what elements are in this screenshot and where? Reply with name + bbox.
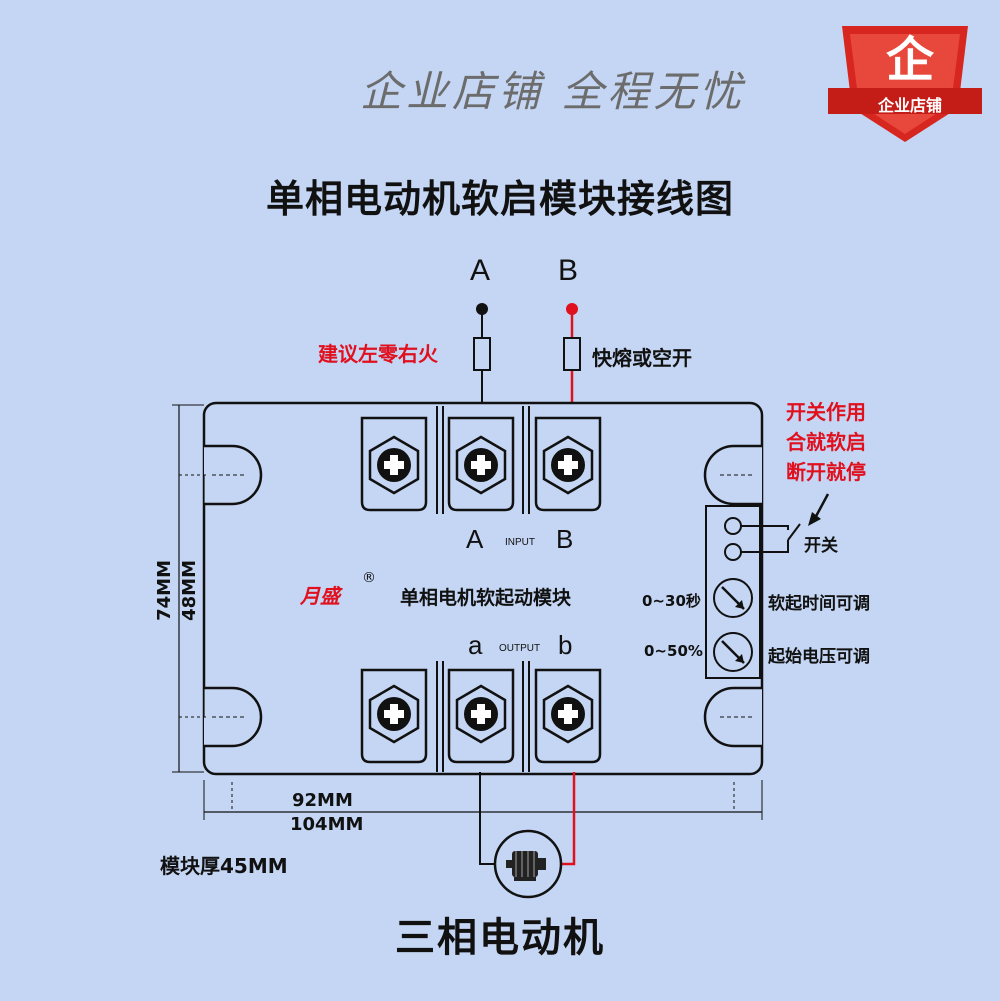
mount-slot-bottom-right (703, 686, 762, 748)
output-terminal-2 (447, 668, 515, 764)
fuse-note: 快熔或空开 (592, 346, 692, 370)
input-terminal-2 (447, 416, 515, 512)
voltage-label: 起始电压可调 (768, 647, 870, 667)
shop-badge-icon (828, 26, 982, 142)
switch-label: 开关 (804, 536, 838, 556)
input-b-label: B (558, 254, 579, 287)
dim-outer-height: 74MM (154, 560, 175, 621)
module-input-word: INPUT (505, 537, 535, 548)
switch-function-line-2: 合就软启 (786, 430, 866, 454)
output-terminal-3 (534, 668, 602, 764)
input-a-label: A (470, 254, 491, 287)
slogan-text: 企业店铺 全程无忧 (360, 67, 746, 116)
module-output-b: b (558, 630, 573, 660)
switch-contact-1 (724, 517, 742, 535)
terminal-b-dot (566, 303, 578, 315)
brand-logo: 月盛 (300, 584, 340, 608)
registered-mark: ® (362, 570, 376, 586)
switch-function-line-3: 断开就停 (786, 460, 866, 484)
time-knob-icon (713, 578, 753, 618)
motor-label: 三相电动机 (395, 915, 605, 961)
module-input-a: A (466, 524, 484, 554)
input-terminal-3 (534, 416, 602, 512)
voltage-knob-icon (713, 632, 753, 672)
fuse-right (563, 337, 581, 371)
switch-function-line-1: 开关作用 (786, 400, 866, 424)
dim-inner-width: 92MM (292, 790, 353, 811)
neutral-live-note: 建议左零右火 (318, 342, 438, 366)
switch-lever-icon (787, 523, 801, 541)
module-output-a: a (468, 630, 483, 660)
terminal-a-dot (476, 303, 488, 315)
module-thickness: 模块厚45MM (160, 854, 288, 878)
mount-slot-top-left (204, 444, 263, 506)
switch-contact-2 (724, 543, 742, 561)
page-title: 单相电动机软启模块接线图 (265, 177, 734, 221)
fuse-left (473, 337, 491, 371)
mount-slot-top-right (703, 444, 762, 506)
module-input-b: B (556, 524, 574, 554)
input-terminal-1 (360, 416, 428, 512)
dim-outer-width: 104MM (290, 814, 364, 835)
output-terminal-1 (360, 668, 428, 764)
time-label: 软起时间可调 (768, 594, 870, 614)
neutral-wire-output (479, 772, 496, 865)
badge-character: 企 (885, 32, 934, 88)
live-wire-output (560, 772, 576, 866)
voltage-range: 0~50% (644, 642, 703, 660)
dim-inner-height: 48MM (179, 560, 200, 621)
badge-label: 企业店铺 (877, 96, 942, 115)
mount-slot-bottom-left (204, 686, 263, 748)
motor-icon (493, 829, 563, 899)
time-range: 0~30秒 (642, 592, 701, 610)
module-name: 单相电机软起动模块 (400, 587, 572, 609)
module-output-word: OUTPUT (499, 643, 541, 654)
